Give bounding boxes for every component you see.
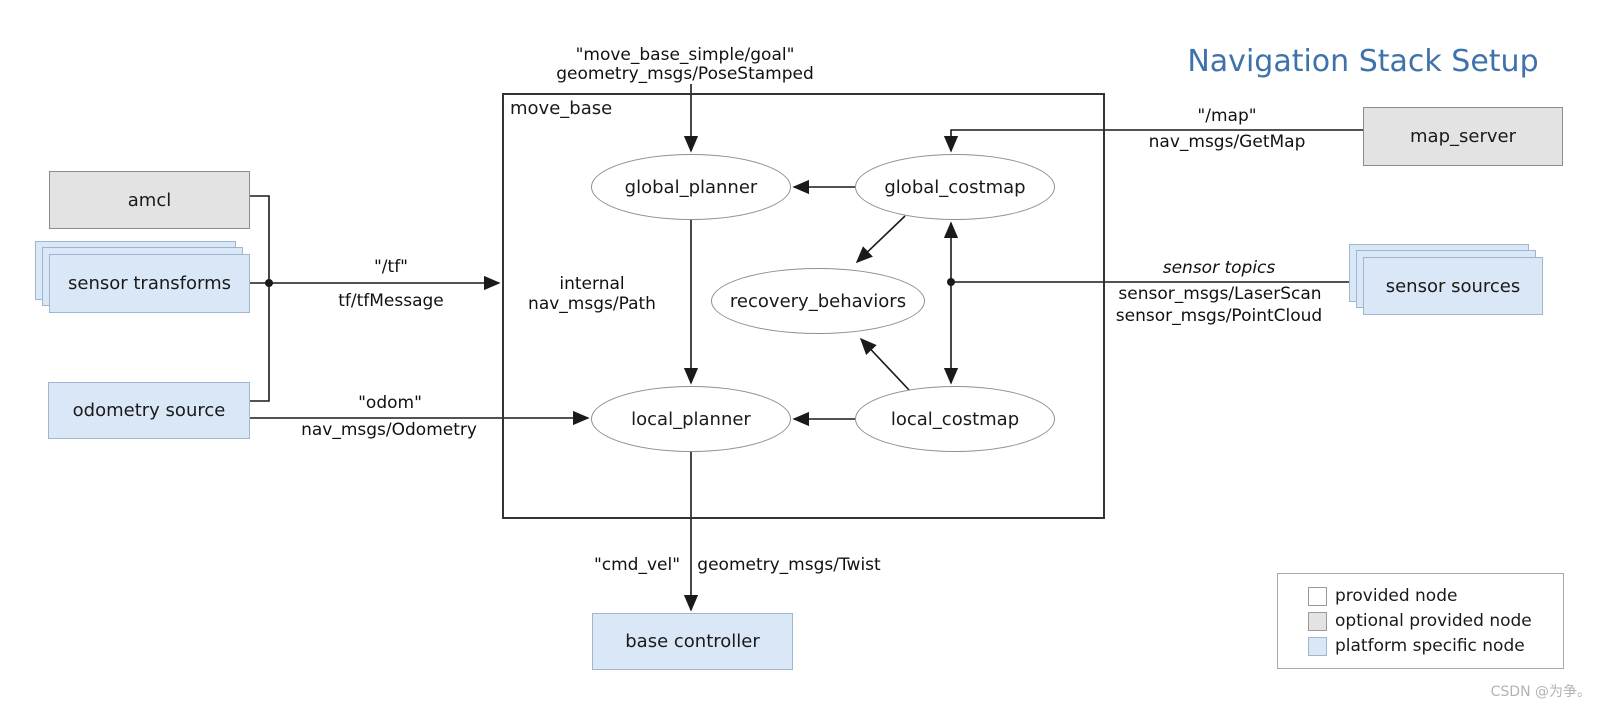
move-base-container	[502, 93, 1105, 519]
goal-topic-label: "move_base_simple/goal"	[575, 45, 795, 65]
tf-bus-connector	[250, 195, 270, 402]
node-sensor-transforms: sensor transforms	[35, 241, 250, 313]
node-sensor-sources: sensor sources	[1349, 244, 1543, 315]
legend-label: provided node	[1335, 586, 1458, 606]
node-recovery-behaviors-label: recovery_behaviors	[729, 290, 907, 312]
platform-node-swatch	[1308, 636, 1327, 656]
internal-topic-label: internal	[559, 274, 625, 294]
cmd-vel-msg-label: geometry_msgs/Twist	[697, 555, 881, 575]
map-topic-label: "/map"	[1197, 106, 1257, 126]
node-global-planner: global_planner	[591, 154, 791, 220]
node-recovery-behaviors: recovery_behaviors	[711, 268, 925, 334]
page-title: Navigation Stack Setup	[1187, 44, 1539, 79]
goal-msg-label: geometry_msgs/PoseStamped	[556, 64, 814, 84]
sensor-msg2-label: sensor_msgs/PointCloud	[1115, 306, 1323, 326]
provided-node-swatch	[1308, 586, 1327, 606]
legend-label: optional provided node	[1335, 611, 1532, 631]
tf-junction-dot	[265, 279, 273, 287]
node-odometry-source: odometry source	[48, 382, 250, 439]
odom-topic-label: "odom"	[358, 393, 422, 413]
node-map-server-label: map_server	[1410, 126, 1516, 147]
node-sensor-transforms-label: sensor transforms	[68, 273, 231, 294]
watermark: CSDN @为争。	[1490, 684, 1591, 700]
node-local-planner-label: local_planner	[631, 408, 751, 430]
node-global-costmap-label: global_costmap	[884, 176, 1026, 198]
internal-msg-label: nav_msgs/Path	[528, 294, 656, 314]
sensor-msg1-label: sensor_msgs/LaserScan	[1118, 284, 1322, 304]
node-map-server: map_server	[1363, 107, 1563, 166]
optional-node-swatch	[1308, 611, 1327, 631]
node-global-costmap: global_costmap	[855, 154, 1055, 220]
node-sensor-sources-label: sensor sources	[1385, 275, 1521, 297]
sensor-topics-label: sensor topics	[1162, 258, 1276, 278]
node-local-planner: local_planner	[591, 386, 791, 452]
node-amcl: amcl	[49, 171, 250, 229]
node-global-planner-label: global_planner	[624, 176, 758, 198]
legend-item-optional: optional provided node	[1308, 611, 1563, 631]
node-local-costmap: local_costmap	[855, 386, 1055, 452]
cmd-vel-topic-label: "cmd_vel"	[593, 555, 681, 575]
legend: provided node optional provided node pla…	[1277, 573, 1564, 669]
map-msg-label: nav_msgs/GetMap	[1148, 132, 1306, 152]
node-odometry-source-label: odometry source	[72, 400, 226, 421]
tf-topic-label: "/tf"	[373, 257, 409, 277]
move-base-label: move_base	[510, 98, 613, 119]
odom-msg-label: nav_msgs/Odometry	[301, 420, 477, 440]
node-amcl-label: amcl	[127, 189, 172, 211]
tf-msg-label: tf/tfMessage	[338, 291, 444, 311]
legend-item-provided: provided node	[1308, 586, 1563, 606]
node-base-controller-label: base controller	[625, 631, 760, 652]
node-local-costmap-label: local_costmap	[890, 408, 1020, 430]
legend-label: platform specific node	[1335, 636, 1525, 656]
legend-item-platform: platform specific node	[1308, 636, 1563, 656]
node-base-controller: base controller	[592, 613, 793, 670]
